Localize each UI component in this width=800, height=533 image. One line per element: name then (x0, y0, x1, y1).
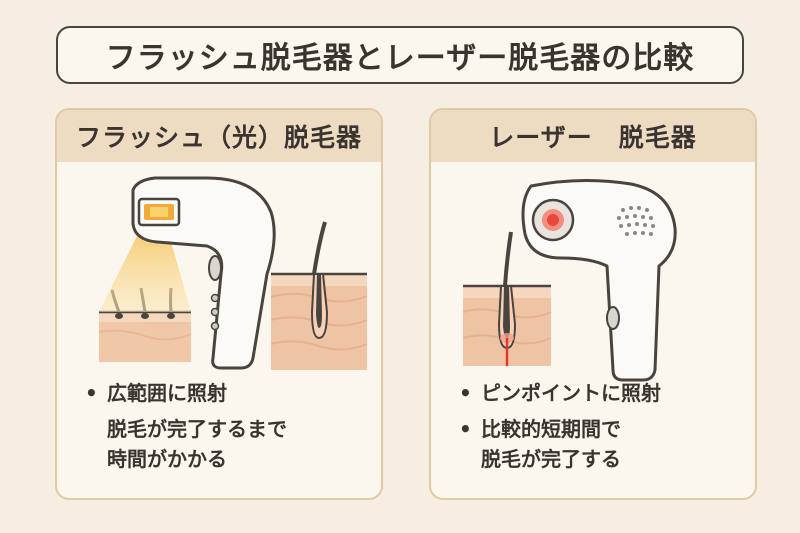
laser-panel-header: レーザー 脱毛器 (431, 110, 755, 162)
flash-epilator-panel: フラッシュ（光）脱毛器 (55, 108, 383, 500)
laser-feature-line-1: ピンポイントに照射 (481, 381, 661, 405)
laser-panel-header-text: レーザー 脱毛器 (489, 123, 697, 152)
laser-feature-line-3: 脱毛が完了する (481, 447, 621, 471)
list-item: • 広範囲に照射 (79, 378, 287, 408)
laser-epilator-panel: レーザー 脱毛器 (429, 108, 757, 500)
flash-feature-line-1: 広範囲に照射 (107, 381, 227, 405)
flash-feature-line-2: 脱毛が完了するまで (107, 417, 287, 441)
list-item: • ピンポイントに照射 (453, 378, 661, 408)
laser-skin-cross-section-icon (462, 231, 552, 366)
skin-hair-cross-section-icon (98, 287, 192, 362)
flash-light-beam (99, 228, 191, 312)
hair-follicle-cross-section-icon (270, 221, 368, 370)
laser-feature-line-2: 比較的短期間で (481, 417, 621, 441)
flash-panel-header: フラッシュ（光）脱毛器 (57, 110, 381, 162)
flash-feature-list: • 広範囲に照射 脱毛が完了するまで 時間がかかる (79, 378, 287, 474)
flash-feature-line-3: 時間がかかる (107, 447, 227, 471)
bullet-dot: • (85, 381, 98, 405)
list-item: • 比較的短期間で (453, 414, 661, 444)
list-item-continuation: 脱毛が完了するまで (79, 414, 287, 444)
list-item-continuation: 脱毛が完了する (453, 444, 661, 474)
list-item-continuation: 時間がかかる (79, 444, 287, 474)
flash-epilator-icon (131, 176, 276, 370)
laser-feature-list: • ピンポイントに照射 • 比較的短期間で 脱毛が完了する (453, 378, 661, 474)
page-title-text: フラッシュ脱毛器とレーザー脱毛器の比較 (105, 41, 695, 76)
laser-illustration (462, 178, 677, 382)
flash-illustration (98, 176, 368, 370)
bullet-dot: • (459, 381, 472, 405)
laser-epilator-icon (521, 178, 677, 382)
flash-panel-header-text: フラッシュ（光）脱毛器 (75, 123, 362, 152)
page-title: フラッシュ脱毛器とレーザー脱毛器の比較 (56, 26, 744, 84)
bullet-dot: • (459, 417, 472, 441)
vent-grille-icon (617, 206, 655, 236)
